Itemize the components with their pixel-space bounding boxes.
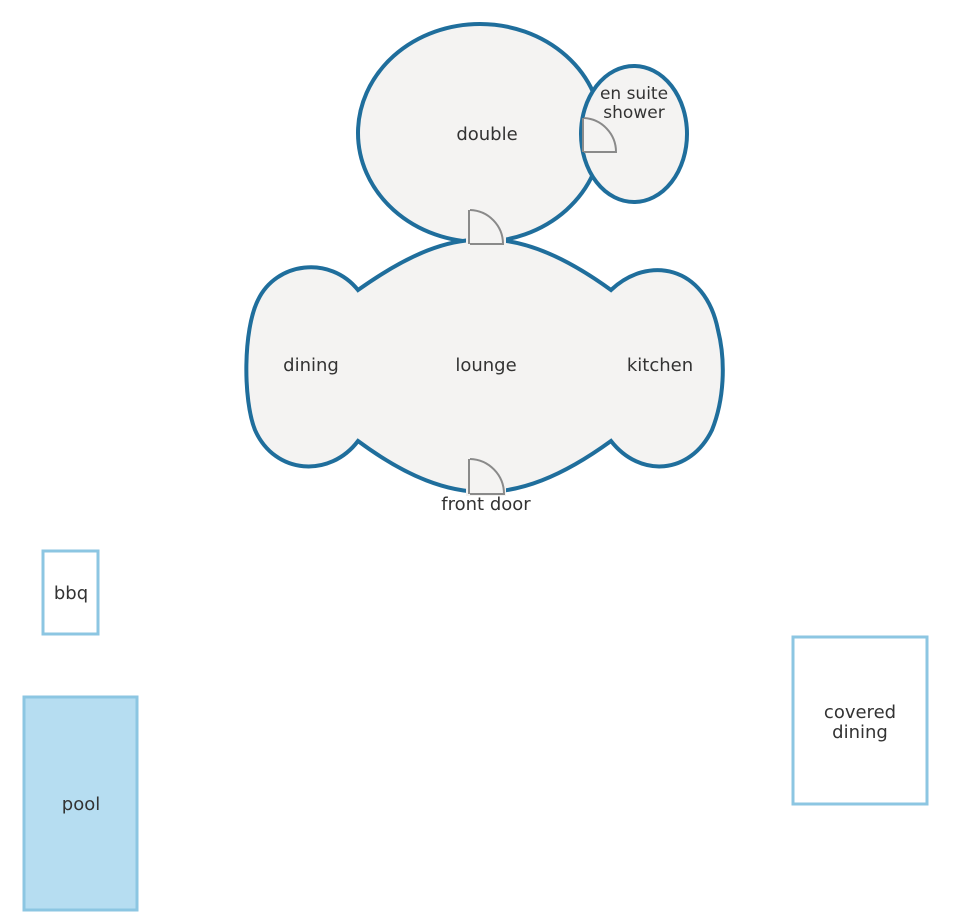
area-pool[interactable]: [22, 695, 139, 912]
area-bbq[interactable]: [41, 549, 100, 636]
label-bbq: bbq: [54, 583, 88, 604]
label-covered-dining-line2: dining: [832, 722, 888, 743]
label-lounge: lounge: [455, 355, 516, 376]
room-en-suite-shower[interactable]: [579, 64, 689, 204]
label-front-door: front door: [441, 494, 531, 515]
label-kitchen: kitchen: [627, 355, 693, 376]
room-living-area[interactable]: [244, 237, 725, 495]
door-en-suite[interactable]: [582, 117, 618, 153]
label-covered-dining-line1: covered: [824, 702, 896, 723]
label-pool: pool: [62, 794, 100, 815]
label-en-suite-line2: shower: [603, 103, 664, 123]
label-dining: dining: [283, 355, 339, 376]
door-front[interactable]: [466, 458, 506, 496]
area-covered-dining[interactable]: [791, 635, 929, 806]
label-double: double: [456, 124, 517, 145]
door-double-lounge[interactable]: [466, 209, 506, 246]
label-en-suite-line1: en suite: [600, 84, 668, 104]
